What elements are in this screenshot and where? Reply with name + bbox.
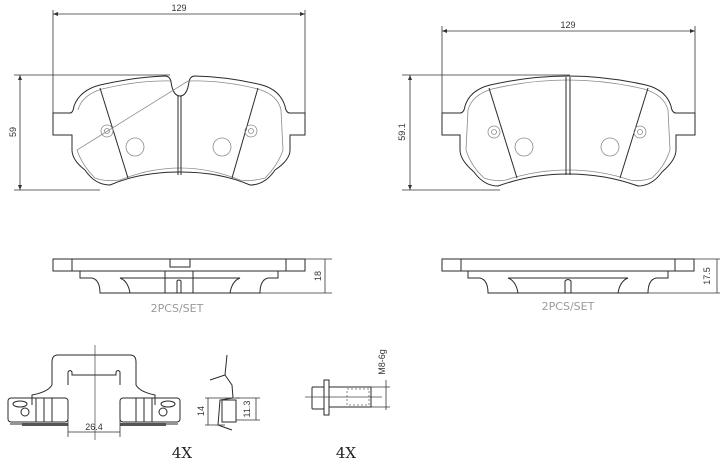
clip-width-label: 26.4 — [85, 422, 103, 432]
right-pad-width-label: 129 — [560, 20, 575, 30]
spring-height-label: 14 — [196, 406, 206, 416]
right-pad-front-view: 129 59.1 — [397, 20, 696, 191]
left-pad-height-label: 59 — [8, 127, 18, 137]
right-pad-thickness-label: 17.5 — [702, 267, 712, 285]
bolt-thread-label: M8-6g — [377, 349, 387, 375]
spring-clip-drawing: 14 11.3 4X — [172, 354, 260, 462]
spring-inner-label: 11.3 — [242, 401, 252, 418]
left-set-label: 2PCS/SET — [151, 302, 204, 315]
right-pad-side-view: 17.5 2PCS/SET — [441, 258, 720, 313]
left-pad-side-view: 18 2PCS/SET — [52, 258, 332, 315]
right-pad-height-label: 59.1 — [397, 123, 407, 141]
clip-quantity-label: 4X — [172, 444, 193, 462]
abutment-clip-drawing: 26.4 — [7, 345, 181, 440]
left-pad-front-view: 129 59 — [8, 3, 306, 191]
guide-bolt-drawing: M8-6g 4X — [305, 349, 390, 462]
left-pad-thickness-label: 18 — [313, 271, 323, 281]
left-pad-width-label: 129 — [171, 3, 186, 13]
right-set-label: 2PCS/SET — [542, 300, 595, 313]
bolt-quantity-label: 4X — [336, 444, 357, 462]
